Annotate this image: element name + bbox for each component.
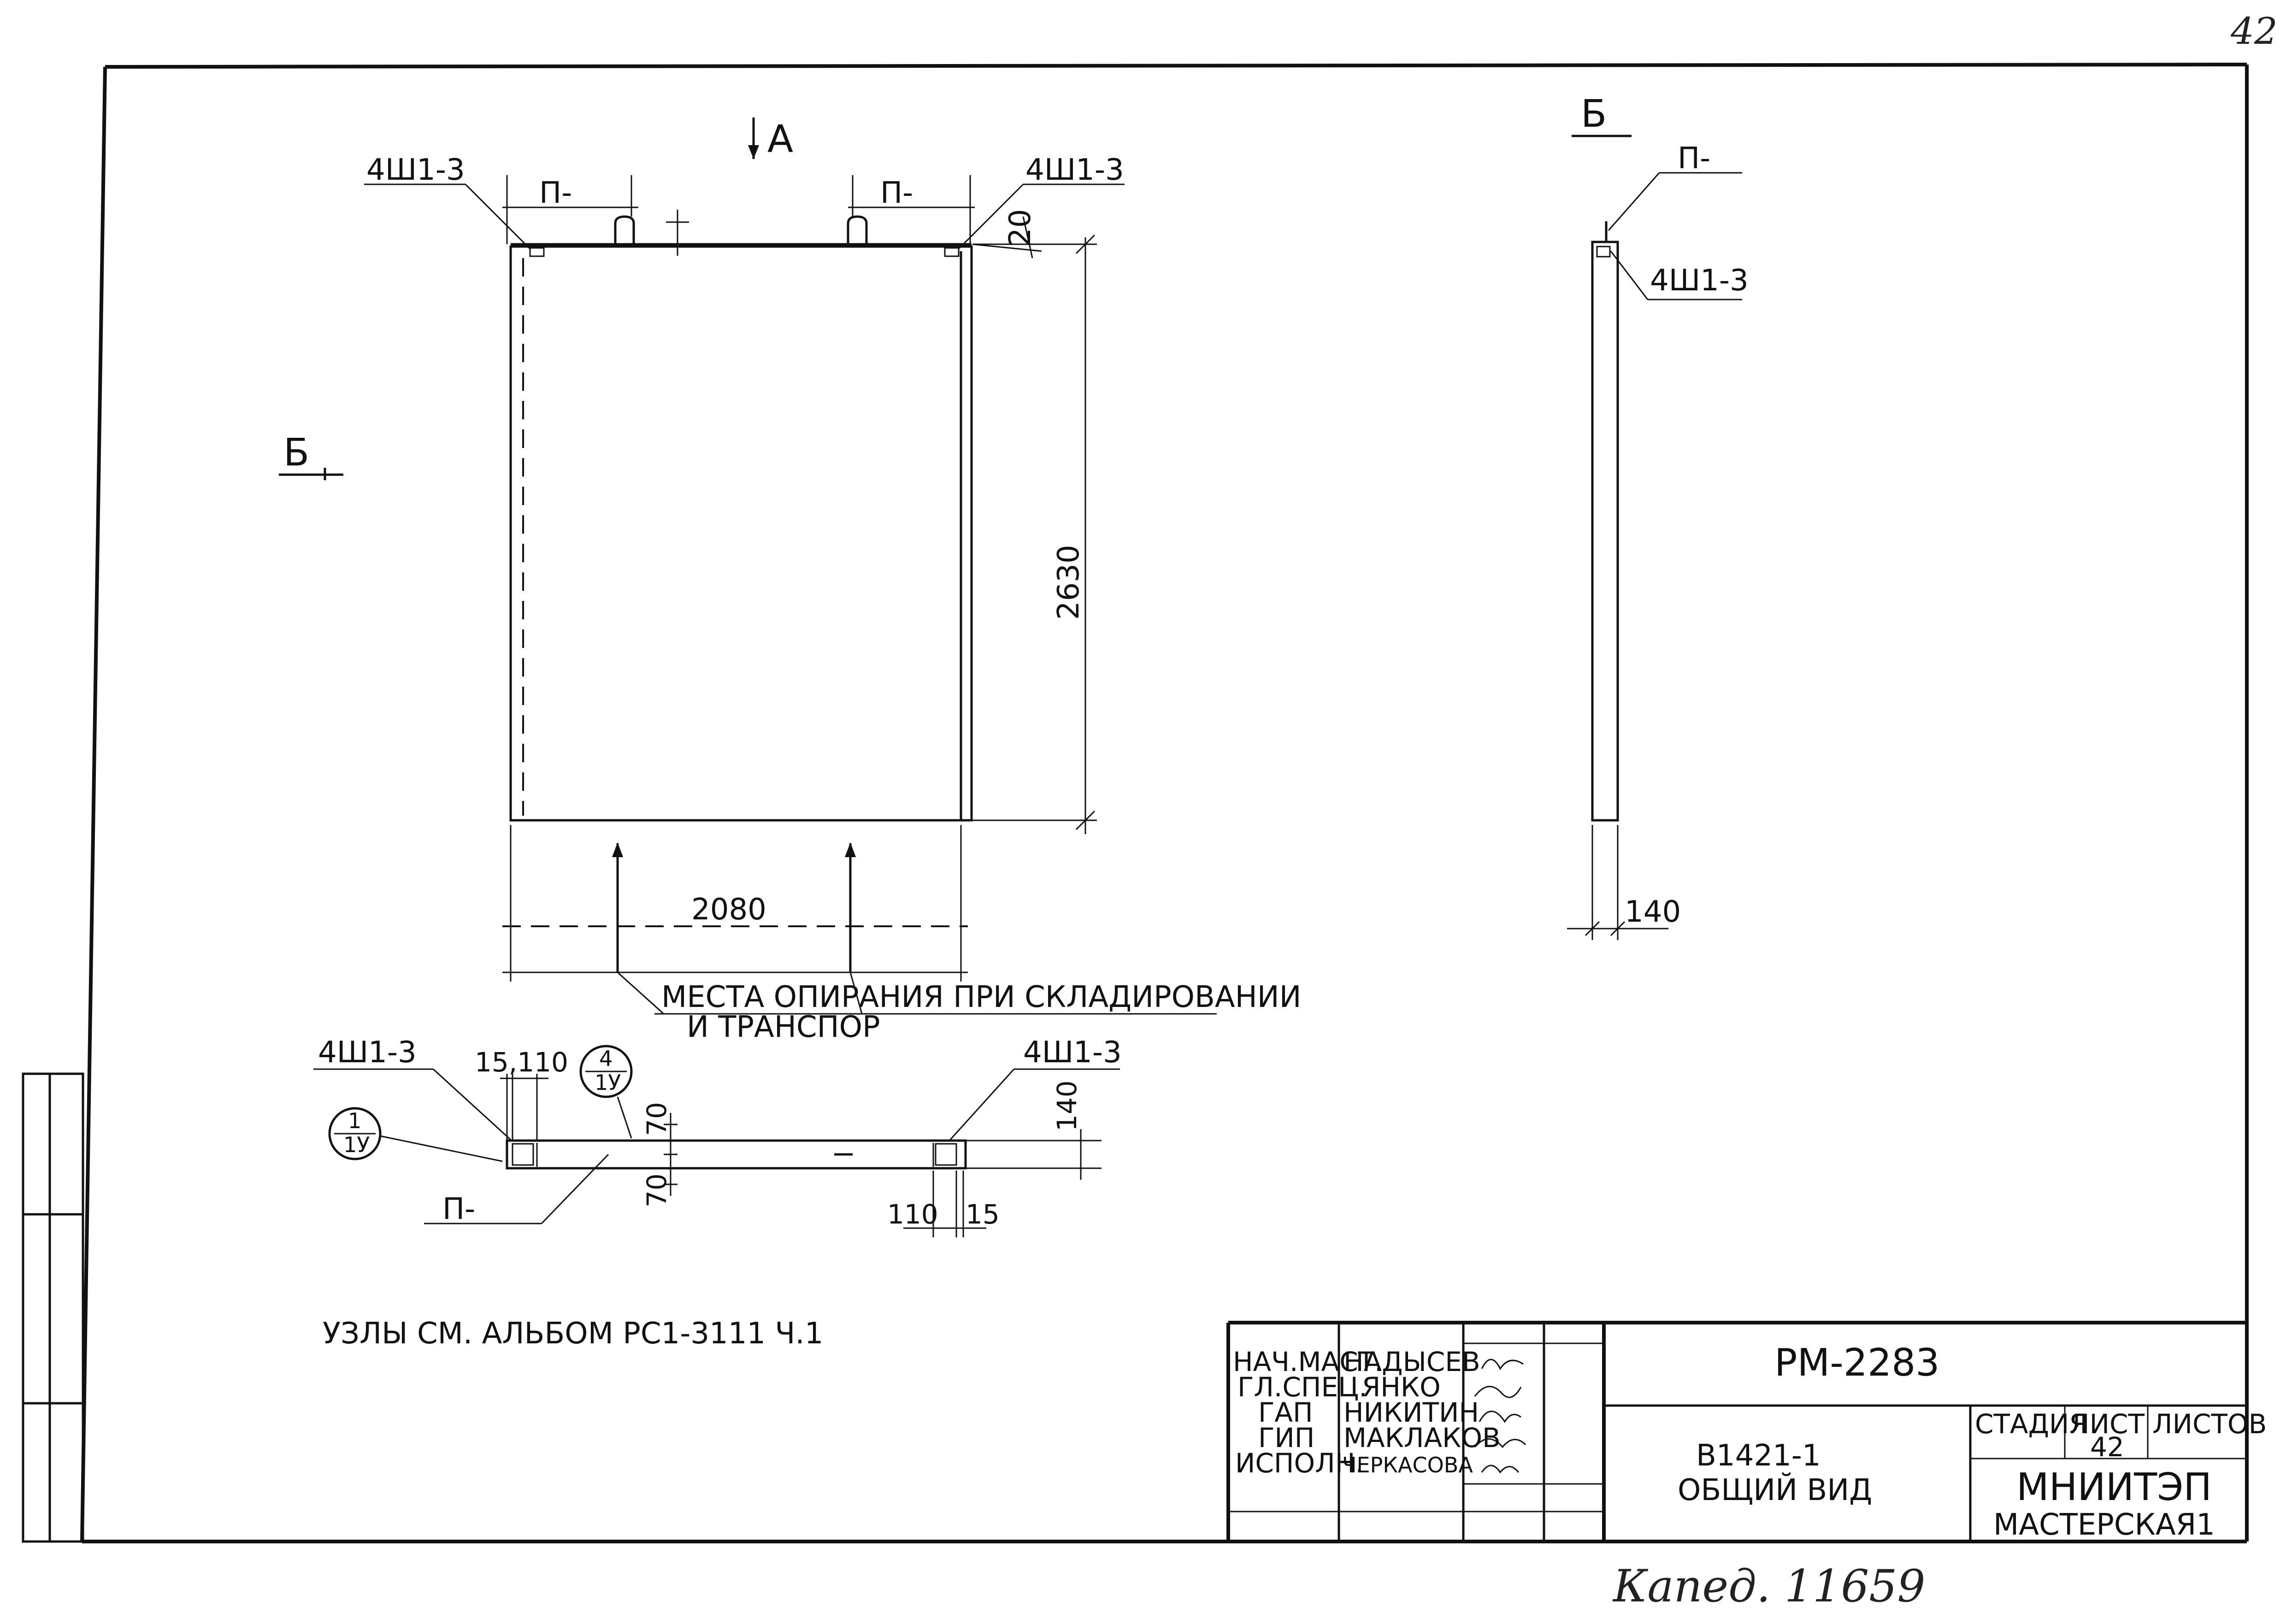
plan-dim-110: 110 xyxy=(887,1199,938,1230)
dim-width-2080: 2080 xyxy=(691,893,766,927)
plan-view: 1 1У 4 1У 4Ш1-3 15,110 4Ш1-3 xyxy=(313,1036,1122,1237)
insert-right-label: 4Ш1-3 xyxy=(1025,153,1124,187)
signatures xyxy=(1474,1359,1526,1474)
plan-insert-left: 4Ш1-3 xyxy=(318,1036,417,1070)
role-0: НАЧ.МАСТ. xyxy=(1233,1346,1383,1377)
dim-height-2630: 2630 xyxy=(1052,545,1086,620)
plan-insert-right: 4Ш1-3 xyxy=(1023,1036,1122,1070)
support-note-line2: И ТРАНСПОР xyxy=(687,1010,880,1044)
organization: МНИИТЭП xyxy=(2016,1465,2212,1509)
plan-dim-70-top: 70 xyxy=(641,1102,672,1136)
loop-left-label: П- xyxy=(539,176,572,210)
workshop: МАСТЕРСКАЯ1 xyxy=(1993,1508,2215,1542)
name-4: ЧЕРКАСОВА xyxy=(1342,1453,1473,1477)
side-insert-label: 4Ш1-3 xyxy=(1650,264,1749,298)
name-1: ЯНКО xyxy=(1362,1371,1441,1403)
plan-dim-70-bottom: 70 xyxy=(641,1173,672,1207)
role-3: ГИП xyxy=(1258,1422,1314,1453)
side-loop-label: П- xyxy=(1678,141,1710,176)
stage-label: СТАДИЯ xyxy=(1975,1408,2088,1440)
name-3: МАКЛАКОВ xyxy=(1343,1422,1501,1453)
side-view: Б П- 4Ш1-3 140 xyxy=(1567,92,1749,940)
role-1: ГЛ.СПЕЦ. xyxy=(1237,1371,1367,1403)
page-number: 42 xyxy=(2230,10,2278,53)
role-4: ИСПОЛН. xyxy=(1235,1447,1364,1479)
view-a-label: А xyxy=(767,118,793,161)
support-note-line1: МЕСТА ОПИРАНИЯ ПРИ СКЛАДИРОВАНИИ xyxy=(661,980,1302,1014)
node4-bottom: 1У xyxy=(595,1070,621,1095)
nodes-note: УЗЛЫ СМ. АЛЬБОМ РС1-3111 Ч.1 xyxy=(323,1317,823,1351)
sheet-frame xyxy=(22,63,2249,1543)
insert-left-label: 4Ш1-3 xyxy=(366,153,465,187)
side-view-title: Б xyxy=(1581,92,1607,136)
plan-loop-label: П- xyxy=(442,1192,475,1226)
side-dim-140: 140 xyxy=(1625,895,1681,929)
product-code: В1421-1 xyxy=(1696,1439,1821,1473)
dim-top-20: 20 xyxy=(1003,209,1037,247)
title-block: НАЧ.МАСТ. ГЛ.СПЕЦ. ГАП ГИП ИСПОЛН. НАДЫС… xyxy=(1226,1321,2267,1542)
panel-elevation: А 4Ш1-3 4Ш1-3 П- П- 20 xyxy=(364,118,1302,1044)
node1-bottom: 1У xyxy=(343,1132,370,1157)
role-2: ГАП xyxy=(1258,1397,1313,1428)
sheet-label: ЛИСТ xyxy=(2069,1408,2145,1440)
plan-dim-15: 15 xyxy=(966,1199,1000,1230)
node4-top: 4 xyxy=(599,1046,613,1071)
doc-code: РМ-2283 xyxy=(1774,1341,1939,1385)
loop-right-label: П- xyxy=(880,176,913,210)
archive-stamp: Капед. 11659 xyxy=(1612,1560,1925,1612)
product-title: ОБЩИЙ ВИД xyxy=(1678,1472,1872,1507)
sheet-number: 42 xyxy=(2090,1431,2124,1463)
section-b-marker: Б xyxy=(279,431,343,480)
plan-dim-15-110: 15,110 xyxy=(475,1047,568,1078)
node1-top: 1 xyxy=(348,1108,361,1133)
name-2: НИКИТИН xyxy=(1343,1397,1479,1428)
section-b-label: Б xyxy=(283,431,309,475)
sheets-label: ЛИСТОВ xyxy=(2152,1408,2267,1440)
name-0: НАДЫСЕВ xyxy=(1343,1346,1480,1377)
plan-dim-140: 140 xyxy=(1051,1080,1083,1131)
